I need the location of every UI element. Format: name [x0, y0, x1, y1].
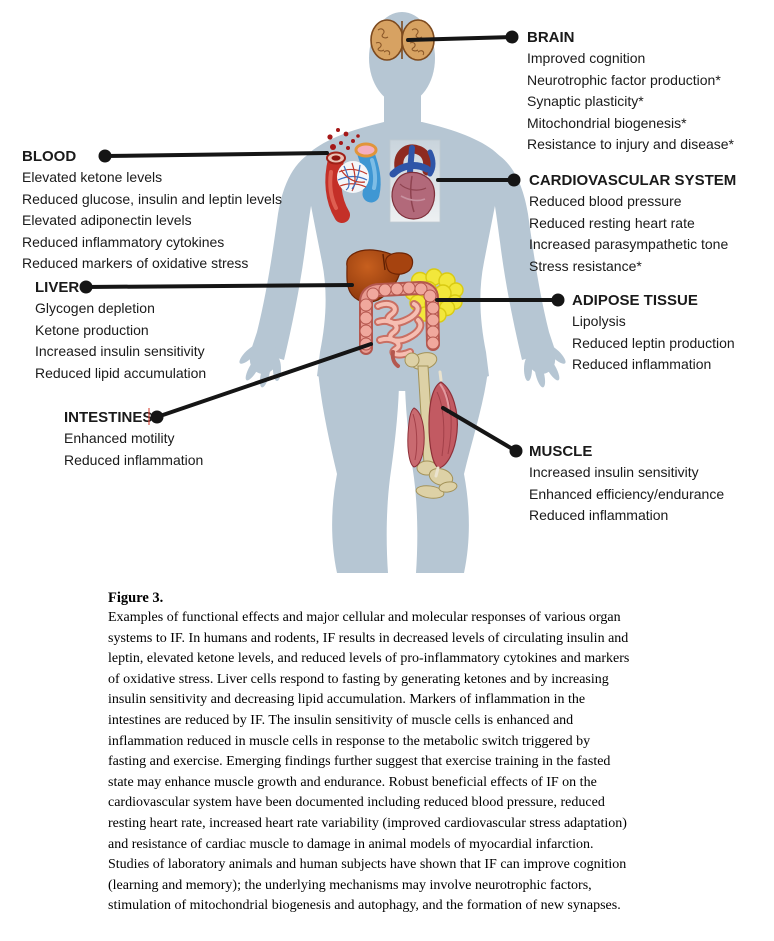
label-block-adipose: ADIPOSE TISSUE Lipolysis Reduced leptin …	[572, 290, 735, 376]
adipose-title: ADIPOSE TISSUE	[572, 292, 698, 309]
red-mark-artifact	[148, 408, 150, 425]
brain-title: BRAIN	[527, 29, 575, 46]
label-block-intestines: INTESTINES Enhanced motility Reduced inf…	[64, 407, 203, 471]
intestines-icon	[359, 280, 440, 368]
body-diagram	[79, 12, 566, 573]
figure-caption: Figure 3. Examples of functional effects…	[108, 589, 629, 917]
heart-icon	[389, 139, 441, 223]
blood-items: Elevated ketone levels Reduced glucose, …	[22, 169, 282, 271]
label-block-blood: BLOOD Elevated ketone levels Reduced glu…	[22, 146, 282, 275]
muscle-items: Increased insulin sensitivity Enhanced e…	[529, 464, 725, 523]
connector-lines	[79, 30, 565, 458]
brain-items: Improved cognition Neurotrophic factor p…	[527, 50, 735, 152]
cardiovascular-title: CARDIOVASCULAR SYSTEM	[529, 172, 737, 189]
cardiovascular-items: Reduced blood pressure Reduced resting h…	[529, 193, 729, 274]
figure-caption-label: Figure 3.	[108, 590, 164, 606]
label-block-brain: BRAIN Improved cognition Neurotrophic fa…	[527, 27, 734, 156]
label-block-liver: LIVER Glycogen depletion Ketone producti…	[35, 277, 206, 384]
intestines-items: Enhanced motility Reduced inflammation	[64, 430, 204, 468]
label-block-muscle: MUSCLE Increased insulin sensitivity Enh…	[529, 441, 724, 527]
blood-title: BLOOD	[22, 148, 77, 165]
intestines-title: INTESTINES	[64, 409, 153, 426]
muscle-title: MUSCLE	[529, 443, 593, 460]
figure-caption-text: Examples of functional effects and major…	[108, 610, 630, 914]
blood-vessels-icon	[325, 128, 381, 223]
muscle-bone-icon	[404, 352, 458, 499]
liver-items: Glycogen depletion Ketone production Inc…	[35, 300, 207, 381]
label-block-cardiovascular: CARDIOVASCULAR SYSTEM Reduced blood pres…	[529, 170, 736, 277]
liver-title: LIVER	[35, 279, 80, 296]
adipose-items: Lipolysis Reduced leptin production Redu…	[572, 313, 735, 372]
